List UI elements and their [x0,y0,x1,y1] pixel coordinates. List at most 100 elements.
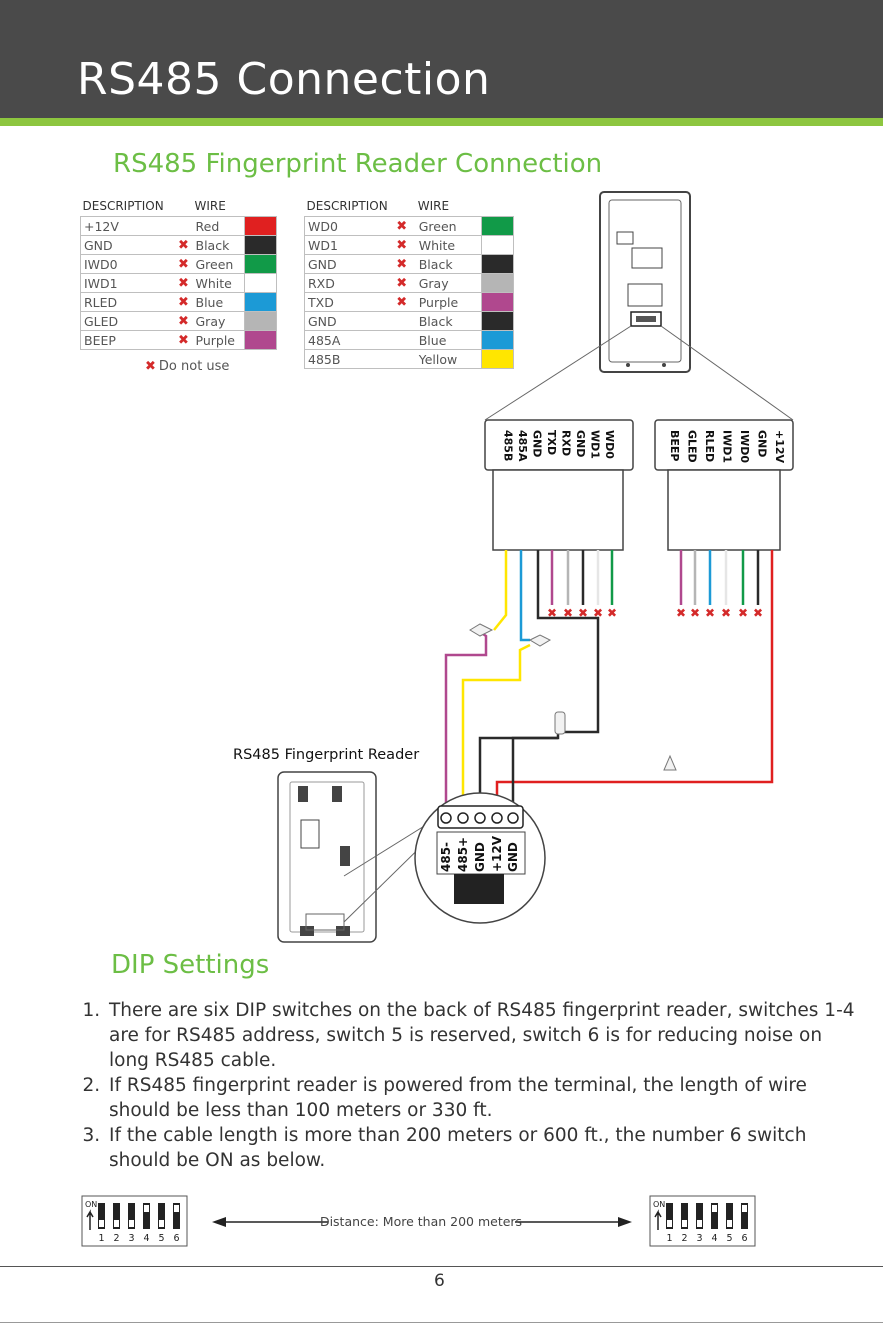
do-not-use-note: ✖Do not use [145,359,230,374]
cross-icon: ✖ [547,606,557,620]
table-header-wire: WIRE [417,199,450,213]
cross-icon: ✖ [563,606,573,620]
connector-pin-label: IWD1 [721,430,734,463]
connector-pin-label: BEEP [668,430,681,461]
device-back-panel [599,191,691,373]
table-row: IWD1✖White [80,273,277,293]
connector-pin-label: WD1 [589,430,602,459]
table-row: 485B Yellow [303,349,515,369]
footer-divider [0,1266,883,1267]
connector-pin-label: 485B [502,430,515,461]
color-swatch [481,311,515,331]
wire-description: GLED [80,311,175,331]
connector-pin-label: GND [756,430,769,457]
wire-color-name: Green [192,254,245,274]
dip-switch [113,1203,120,1229]
switch-number: 5 [726,1233,732,1244]
cross-icon: ✖ [753,606,763,620]
switch-number: 6 [173,1233,179,1244]
switch-number: 3 [696,1233,702,1244]
table-row: GLED✖Gray [80,311,277,331]
cross-icon: ✖ [593,606,603,620]
switch-number: 5 [158,1233,164,1244]
switch-number: 2 [113,1233,119,1244]
wire-color-name: Black [415,254,483,274]
cross-icon: ✖ [676,606,686,620]
connector-pin-label: 485A [516,430,529,462]
cross-icon: ✖ [145,359,156,374]
connector-pin-label: GLED [686,430,699,463]
terminal-label: +12V [490,835,504,872]
color-swatch [244,330,277,350]
table-row: TXD✖Purple [303,292,515,312]
dip-switch [98,1203,105,1229]
table-row: GND✖Black [303,254,515,274]
wire-color-name: Black [192,235,245,255]
table-row: RLED✖Blue [80,292,277,312]
wire-description: RXD [303,273,388,293]
distance-label: Distance: More than 200 meters [320,1214,522,1229]
color-swatch [481,330,515,350]
list-item: There are six DIP switches on the back o… [106,998,866,1073]
terminal-label: GND [473,842,487,872]
connector-pin-label: RLED [703,430,716,462]
wire-color-name: Gray [192,311,245,331]
table-row: IWD0✖Green [80,254,277,274]
connector-pin-label: IWD0 [738,430,751,463]
dip-switch [681,1203,688,1229]
header-accent-line [0,118,883,126]
cross-icon: ✖ [607,606,617,620]
cross-icon: ✖ [690,606,700,620]
wire-description: RLED [80,292,175,312]
dip-switch [696,1203,703,1229]
connector-pin-label: GND [574,430,587,457]
wire-description: 485B [303,349,388,369]
dip-switch [711,1203,718,1229]
terminal-label: 485+ [456,837,470,872]
on-label: ON [653,1200,665,1209]
wire-description: BEEP [80,330,175,350]
switch-number: 1 [666,1233,672,1244]
dip-switch [128,1203,135,1229]
connector-pin-label: GND [531,430,544,457]
section-title-dip: DIP Settings [111,950,270,980]
cross-icon: ✖ [705,606,715,620]
connector-pin-label: TXD [545,430,558,455]
switch-number: 2 [681,1233,687,1244]
dip-switch [726,1203,733,1229]
wire-color-name: Yellow [415,349,483,369]
wire-color-name: White [415,235,483,255]
connector-right [654,419,794,551]
cross-icon: ✖ [721,606,731,620]
color-swatch [244,273,277,293]
dip-switch [158,1203,165,1229]
list-item: If RS485 fingerprint reader is powered f… [106,1073,866,1123]
do-not-use-mark [387,349,416,369]
wire-splice-caps [469,623,677,771]
table-header-wire: WIRE [194,199,226,213]
page-header [0,0,883,118]
table-row: GND✖Black [80,235,277,255]
connector-pin-label: +12V [773,430,786,464]
do-not-use-mark: ✖ [174,330,193,350]
wire-color-name: White [192,273,245,293]
wire-color-name: Purple [415,292,483,312]
cross-icon: ✖ [578,606,588,620]
terminal-label: GND [506,842,520,872]
terminal-block-detail [414,792,546,924]
wire-color-name: Green [415,216,483,236]
table-row: BEEP✖Purple [80,330,277,350]
list-item: If the cable length is more than 200 met… [106,1123,866,1173]
wire-description: GND [303,254,388,274]
wire-description: IWD0 [80,254,175,274]
page-bottom-line [0,1322,883,1323]
switch-number: 6 [741,1233,747,1244]
table-header-description: DESCRIPTION [306,199,388,213]
